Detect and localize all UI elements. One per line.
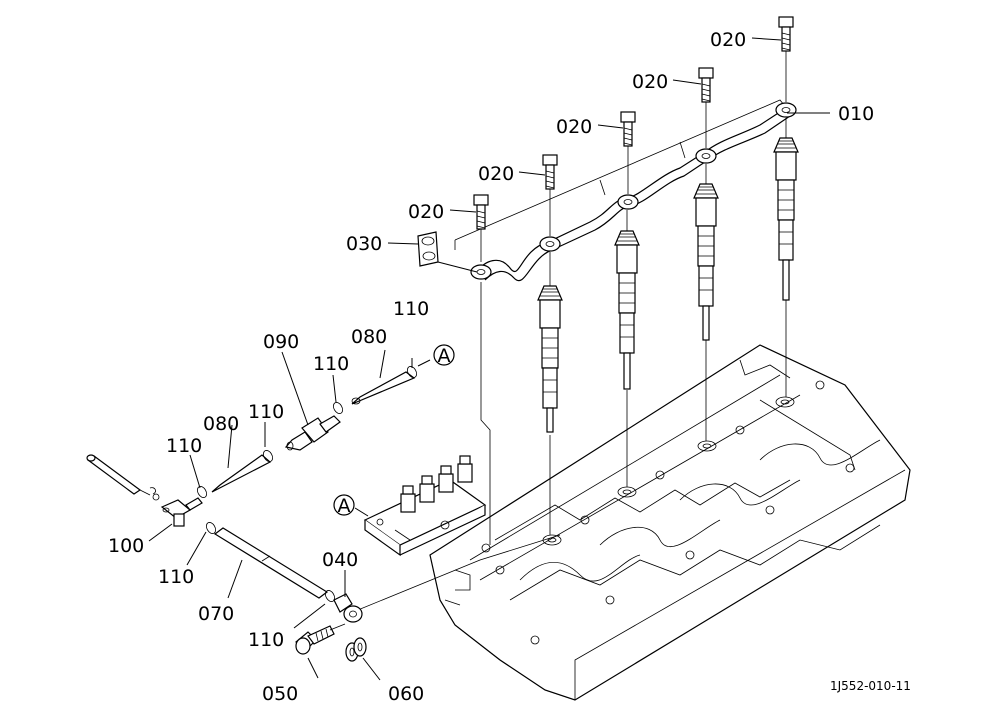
part-label-020: 020 (556, 116, 592, 138)
part-label-100: 100 (108, 535, 144, 557)
pipe-clamp (417, 231, 478, 273)
part-label-020: 020 (632, 71, 668, 93)
part-label-020: 020 (478, 163, 514, 185)
part-label-110: 110 (248, 401, 284, 423)
part-label-080: 080 (351, 326, 387, 348)
callout-a-label: A (438, 345, 451, 367)
injection-pump (363, 455, 487, 557)
leader-lines (148, 37, 830, 681)
part-label-040: 040 (322, 549, 358, 571)
leak-off-pipe (454, 99, 797, 282)
callout-a-label: A (338, 495, 351, 517)
part-label-020: 020 (710, 29, 746, 51)
part-label-050: 050 (262, 683, 298, 705)
part-label-030: 030 (346, 233, 382, 255)
part-label-090: 090 (263, 331, 299, 353)
part-label-110: 110 (248, 629, 284, 651)
part-label-010: 010 (838, 103, 874, 125)
part-label-070: 070 (198, 603, 234, 625)
assembly-lines (352, 51, 787, 613)
part-label-020: 020 (408, 201, 444, 223)
part-label-110: 110 (166, 435, 202, 457)
part-label-110: 110 (158, 566, 194, 588)
cylinder-head (429, 344, 911, 701)
part-label-060: 060 (388, 683, 424, 705)
diagram-reference-code: 1J552-010-11 (830, 679, 911, 693)
injector-nozzle (537, 137, 799, 433)
part-label-110: 110 (313, 353, 349, 375)
part-label-110: 110 (393, 298, 429, 320)
callout-a-circle (433, 344, 455, 366)
part-label-080: 080 (203, 413, 239, 435)
return-hose-assembly (86, 366, 417, 662)
callout-a-circle (333, 494, 355, 516)
